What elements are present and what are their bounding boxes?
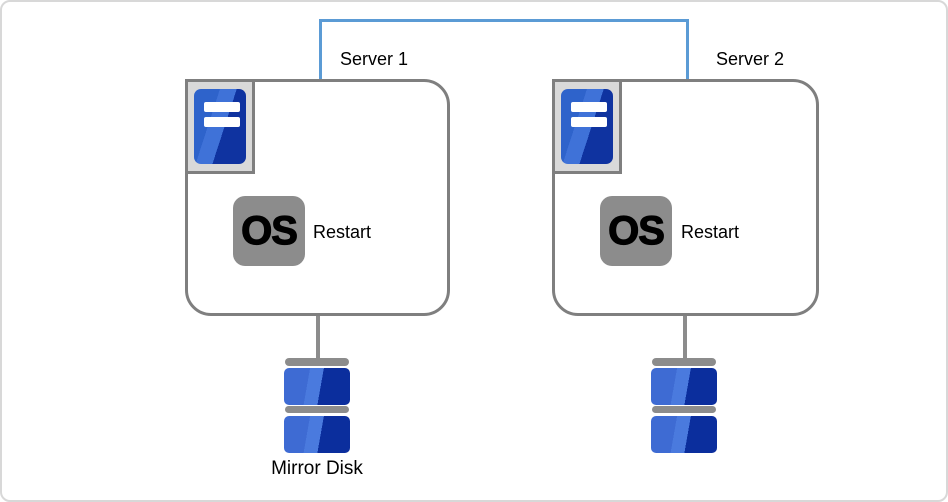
server2-restart-label: Restart — [681, 222, 740, 242]
server2-disk-connector-line — [683, 316, 687, 360]
disk-platter-icon — [651, 368, 717, 405]
disk-top-bar-icon — [285, 358, 349, 366]
mirror-disk-label: Mirror Disk — [271, 458, 363, 479]
server1-disk-connector-line — [316, 316, 320, 360]
server2-os-icon: OS — [600, 196, 672, 266]
server-slot-bar-icon — [204, 102, 240, 112]
os-badge-text: OS — [607, 208, 665, 253]
disk-middle-bar-icon — [285, 406, 349, 413]
server-icon — [194, 89, 246, 164]
disk-platter-icon — [284, 416, 350, 453]
disk-platter-icon — [284, 368, 350, 405]
disk-top-bar-icon — [652, 358, 716, 366]
server1-restart-label: Restart — [313, 222, 372, 242]
server1-os-icon: OS — [233, 196, 305, 266]
server-slot-bar-icon — [571, 102, 607, 112]
server2-label: Server 2 — [715, 49, 785, 69]
server-slot-bar-icon — [204, 117, 240, 127]
server-icon — [561, 89, 613, 164]
server2-server-icon — [552, 79, 622, 174]
disk-middle-bar-icon — [652, 406, 716, 413]
interconnect-line — [319, 19, 689, 79]
server1-server-icon — [185, 79, 255, 174]
disk-platter-icon — [651, 416, 717, 453]
server-slot-bar-icon — [571, 117, 607, 127]
os-badge-text: OS — [240, 208, 298, 253]
server1-label: Server 1 — [339, 49, 409, 69]
